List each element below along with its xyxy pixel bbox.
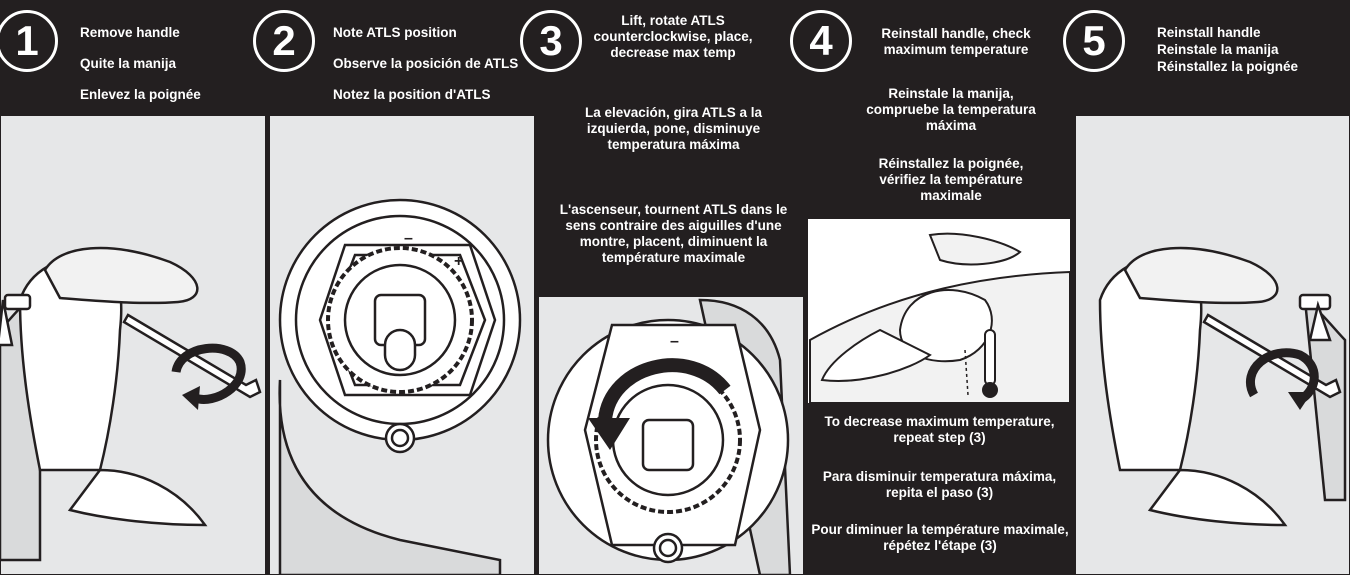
step-1-arrowhead	[182, 386, 200, 410]
step-1-faucet-drawing	[0, 246, 208, 562]
step-4-instruction-en: Reinstall handle, check maximum temperat…	[881, 26, 1031, 57]
step-4-note-fr: Pour diminuer la température maximale, r…	[811, 522, 1069, 553]
step-5-instruction-en: Reinstall handle	[1157, 25, 1261, 40]
step-3-arrowhead	[588, 418, 630, 450]
step-3-rotate-arrow	[598, 358, 731, 422]
step-3-number-badge: 3	[520, 10, 582, 72]
step-5-instruction-fr: Réinstallez la poignée	[1157, 59, 1299, 74]
step-4-note-es: Para disminuir temperatura máxima, repit…	[822, 469, 1057, 500]
step-1-number-badge: 1	[0, 10, 58, 72]
step-3-instruction-es: La elevación, gira ATLS a la izquierda, …	[584, 105, 763, 152]
step-2-minus-mark: –	[404, 230, 413, 247]
step-4-instruction-fr: Réinstallez la poignée, vérifiez la temp…	[878, 156, 1024, 203]
step-3-instruction-en: Lift, rotate ATLS counterclockwise, plac…	[593, 13, 753, 60]
step-5-arrowhead	[1288, 392, 1312, 410]
step-2-number-badge: 2	[253, 10, 315, 72]
step-3-instruction-fr: L'ascenseur, tournent ATLS dans le sens …	[559, 202, 788, 265]
step-4-number-badge: 4	[790, 10, 852, 72]
step-4-note-en: To decrease maximum temperature, repeat …	[824, 414, 1055, 445]
step-2-plus-mark: +	[454, 253, 463, 270]
step-1-rotate-arrow	[171, 343, 246, 404]
step-5-number-badge: 5	[1063, 10, 1125, 72]
step-2-instruction-es: Observe la posición de ATLS	[333, 56, 519, 71]
step-3-minus-mark: –	[670, 333, 679, 350]
step-2-atls-drawing	[278, 198, 522, 575]
step-5-faucet-drawing	[1098, 246, 1347, 527]
step-4-water-stream	[964, 349, 969, 396]
step-3-atls-drawing	[546, 298, 792, 575]
step-1-instruction-fr: Enlevez la poignée	[80, 87, 201, 102]
step-4-faucet-drawing	[809, 232, 1071, 404]
step-1-instruction-es: Quite la manija	[80, 56, 177, 71]
step-4-instruction-es: Reinstale la manija, compruebe la temper…	[866, 86, 1036, 133]
step-2-instruction-en: Note ATLS position	[333, 25, 457, 40]
step-5-rotate-arrow	[1246, 348, 1319, 404]
step-5-instruction-es: Reinstale la manija	[1157, 42, 1279, 57]
step-2-instruction-fr: Notez la position d'ATLS	[333, 87, 491, 102]
step-1-instruction-en: Remove handle	[80, 25, 180, 40]
